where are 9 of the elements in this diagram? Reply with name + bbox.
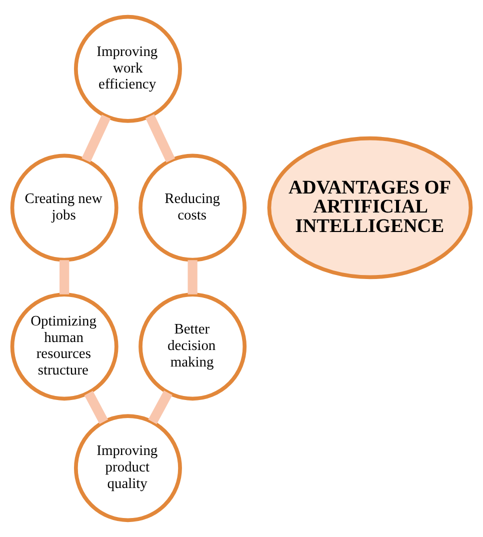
node-circle: Creating new jobs [10, 154, 118, 262]
node-ellipse: ADVANTAGES OF ARTIFICIAL INTELLIGENCE [267, 136, 473, 280]
connector [145, 114, 176, 163]
node-circle: Optimizing human resources structure [10, 292, 118, 401]
node-circle: Better decision making [138, 292, 247, 401]
node-circle: Improving product quality [74, 414, 182, 522]
connector [82, 114, 111, 162]
node-circle: Reducing costs [138, 154, 247, 262]
node-circle: Improving work efficiency [74, 14, 182, 123]
